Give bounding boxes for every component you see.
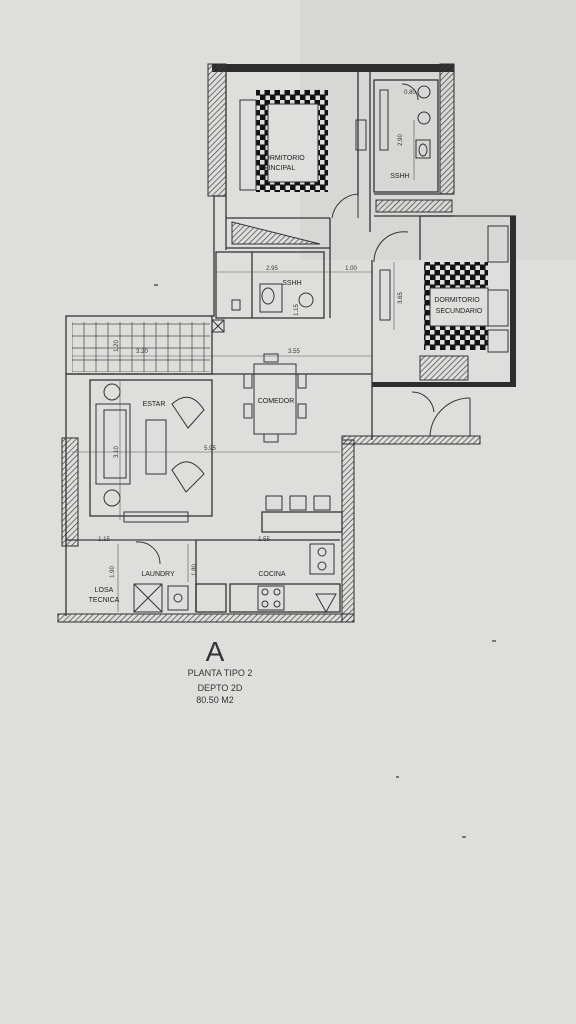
label-sshh-top: SSHH (390, 173, 409, 180)
thin-walls (65, 72, 516, 616)
dim-3-65: 3.65 (398, 292, 404, 304)
dim-0-80: 0.80 (404, 90, 416, 96)
paper-marks (154, 284, 496, 838)
plan-unit: DEPTO 2D (197, 683, 243, 693)
dim-1-00: 1.00 (345, 266, 357, 272)
dim-3-55: 3.55 (288, 349, 300, 355)
kitchen-fixtures (133, 543, 337, 614)
bar-stools (265, 495, 331, 511)
living-furniture (95, 383, 205, 523)
dim-3-10: 3.10 (114, 446, 120, 458)
plan-area: 80.50 M2 (196, 695, 234, 705)
plan-letter: A (205, 636, 225, 667)
dim-1-90a: 1.90 (110, 566, 116, 578)
dim-3-20: 3.20 (136, 349, 148, 355)
dim-1-20: 1.20 (114, 340, 120, 352)
master-bed (239, 90, 328, 192)
bath-fixtures (231, 85, 431, 313)
label-cocina: COCINA (258, 571, 286, 578)
dim-1-15b: 1.15 (98, 537, 110, 543)
label-dormitorio-secundario-2: SECUNDARIO (436, 308, 483, 315)
label-dormitorio-principal-1: DORMITORIO (259, 155, 305, 162)
terrace-tiles (72, 322, 210, 372)
label-dormitorio-secundario-1: DORMITORIO (434, 297, 480, 304)
dining-set (243, 353, 307, 443)
label-comedor: COMEDOR (258, 398, 295, 405)
dim-2-90: 2.90 (398, 134, 404, 146)
dim-5-95: 5.95 (204, 446, 216, 452)
label-estar: ESTAR (143, 401, 166, 408)
label-tecnica: TECNICA (89, 597, 120, 604)
dim-1-55: 1.55 (258, 537, 270, 543)
dim-1-80: 1.80 (192, 564, 198, 576)
dim-2-95: 2.95 (266, 266, 278, 272)
label-dormitorio-principal-2: PRINCIPAL (259, 165, 296, 172)
label-laundry: LAUNDRY (141, 571, 175, 578)
label-sshh-mid: SSHH (282, 280, 301, 287)
secondary-bed (424, 225, 509, 353)
dimension-lines (72, 120, 415, 612)
label-losa: LOSA (95, 587, 114, 594)
dim-1-15: 1.15 (294, 304, 300, 316)
master-wardrobe (231, 221, 321, 245)
door-swings (135, 83, 471, 565)
plan-title: PLANTA TIPO 2 (187, 668, 253, 678)
